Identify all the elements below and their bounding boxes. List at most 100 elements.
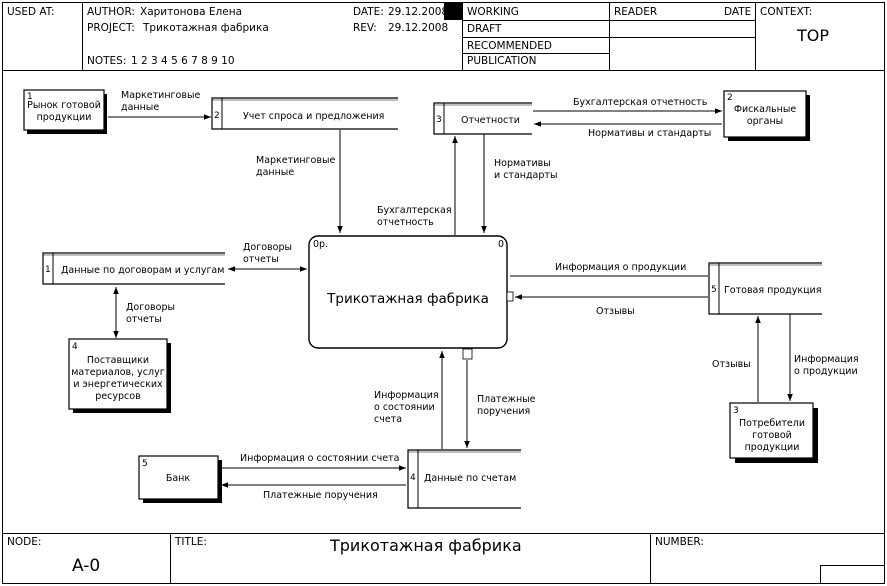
external-entity-2[interactable]: 2 Фискальные органы [723,90,810,141]
title-label: TITLE: [175,536,207,548]
footer-top-rule [2,533,885,534]
flow-label: данные [256,167,294,178]
project-value: Трикотажная фабрика [143,22,269,34]
store-label: Отчетности [461,115,520,126]
flow-label: Информация о продукции [555,262,686,273]
flow-label: Бухгалтерская [377,205,452,216]
status-publication: PUBLICATION [467,55,537,67]
flow-label: Информация о состоянии счета [240,453,399,464]
flow-label: Договоры [126,302,175,313]
reader-label: READER [614,6,658,18]
entity-label-line: Поставщики [87,355,149,366]
header-divider [82,2,83,70]
node-value: A-0 [72,556,101,576]
header-divider [755,2,756,70]
entity-label-line: материалов, услуг [71,367,164,378]
process-id: 0р. [313,239,328,250]
flow-label: отчеты [126,314,162,325]
data-store-5[interactable]: 5 Готовая продукция [708,262,822,315]
number-label: NUMBER: [655,536,704,548]
flow-label: Маркетинговые [256,155,335,166]
entity-label-line: Рынок готовой [27,100,101,111]
flow-label: о продукции [794,366,858,377]
external-entity-3[interactable]: 3 Потребители готовой продукции [729,402,818,463]
flow-label: Информация [374,390,439,401]
flow-label: счета [374,414,402,425]
entity-label-line: готовой [752,430,792,441]
data-store-2[interactable]: 2 Учет спроса и предложения [211,97,398,130]
flow-label: поручения [477,406,530,417]
flow-label: Информация [794,354,859,365]
notes-label: NOTES: [87,55,127,67]
store-label: Данные по счетам [424,473,516,484]
diagram-title: Трикотажная фабрика [330,536,522,555]
flow-label: отчетность [377,217,434,228]
working-status-marker [444,3,462,20]
flow-label: Маркетинговые [121,90,200,101]
entity-num: 4 [72,342,78,352]
data-store-4[interactable]: 4 Данные по счетам [407,449,521,509]
flow-label: данные [121,102,159,113]
author-value: Харитонова Елена [140,6,243,18]
store-num: 2 [214,111,220,121]
reader-date-label: DATE [724,6,752,18]
external-entity-4[interactable]: 4 Поставщики материалов, услуг и энергет… [68,338,171,413]
footer-divider [650,533,651,584]
store-num: 4 [410,473,416,483]
project-label: PROJECT: [87,22,135,34]
flow-labels: Маркетинговые данные Маркетинговые данны… [121,90,859,501]
entity-num: 1 [27,92,33,102]
status-recommended: RECOMMENDED [467,40,552,52]
process-box[interactable]: 0р. 0 Трикотажная фабрика [308,235,514,360]
flow-label: отчеты [243,254,279,265]
header-row-rule [462,37,755,38]
footer-divider [170,533,171,584]
header-bottom-rule [2,70,885,71]
store-label: Готовая продукция [724,285,821,296]
rev-label: REV: [353,22,377,34]
data-store-1[interactable]: 1 Данные по договорам и услугам [42,252,225,285]
flow-label: о состоянии [374,402,435,413]
external-entity-1[interactable]: 1 Рынок готовой продукции [23,89,107,134]
flow-label: Платежные [477,394,536,405]
node-label: NODE: [7,536,42,548]
header-row-rule [462,20,755,21]
author-label: AUTHOR: [87,6,135,18]
entity-label-line: продукции [745,442,800,453]
entity-num: 3 [733,406,739,416]
flow-label: Нормативы и стандарты [588,128,711,139]
flow-label: Договоры [243,242,292,253]
entity-label-line: и энергетических [73,379,163,390]
entity-label-line: продукции [37,112,92,123]
entity-label-line: Банк [166,473,191,484]
used-at-label: USED AT: [7,6,55,18]
store-num: 5 [711,285,717,295]
date-value: 29.12.2008 [388,6,449,18]
rev-value: 29.12.2008 [388,22,449,34]
entity-label-line: органы [747,116,783,127]
flow-label: Платежные поручения [263,490,378,501]
date-label: DATE: [353,6,384,18]
entity-label-line: ресурсов [95,391,141,402]
flow-lines [108,108,793,488]
flow-label: Нормативы [494,158,551,169]
entity-num: 2 [727,93,733,103]
context-label: CONTEXT: [760,6,813,18]
store-num: 1 [45,265,51,275]
flow-label: Бухгалтерская отчетность [573,97,708,108]
flow-label: Отзывы [596,306,635,317]
data-store-3[interactable]: 3 Отчетности [433,102,532,135]
process-num: 0 [498,239,504,250]
header-row-rule [462,53,609,54]
store-num: 3 [436,115,442,125]
flow-label: Отзывы [712,359,751,370]
external-entity-5[interactable]: 5 Банк [138,455,222,503]
notes-value: 1 2 3 4 5 6 7 8 9 10 [131,55,235,67]
status-working: WORKING [467,6,519,18]
store-label: Учет спроса и предложения [243,111,384,122]
store-label: Данные по договорам и услугам [61,265,224,276]
footer-corner-rule [820,565,821,584]
context-value: TOP [797,26,830,45]
header-divider [462,2,463,70]
